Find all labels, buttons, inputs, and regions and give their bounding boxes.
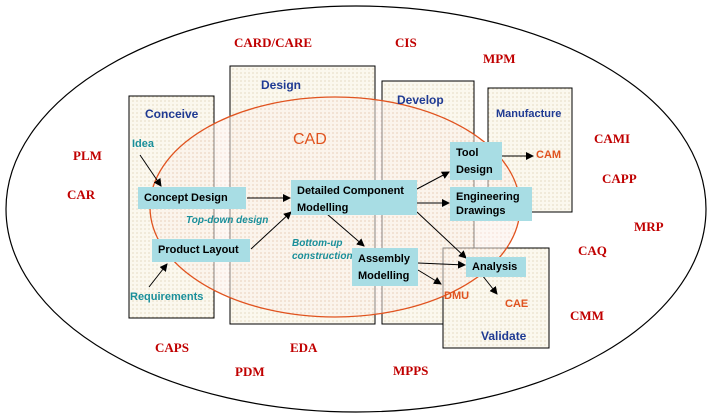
label-mpps: MPPS	[393, 363, 429, 378]
label-car: CAR	[67, 187, 96, 202]
label-mrp: MRP	[634, 219, 664, 234]
arrow-requirements-to-layout	[148, 263, 168, 288]
box-concept-design: Concept Design	[138, 187, 246, 209]
box-detailed-line1: Detailed Component	[297, 185, 404, 197]
label-caps: CAPS	[155, 340, 189, 355]
label-capp: CAPP	[602, 171, 637, 186]
box-concept-design-label: Concept Design	[144, 192, 228, 204]
box-detailed-line2: Modelling	[297, 201, 349, 214]
label-dmu: DMU	[444, 290, 470, 302]
box-product-layout-label: Product Layout	[158, 244, 239, 256]
box-assembly-line1: Assembly	[358, 253, 410, 265]
label-cami: CAMI	[594, 131, 631, 146]
stage-title-design: Design	[261, 78, 302, 92]
stage-title-develop: Develop	[397, 93, 444, 107]
label-bottom-up: Bottom-up	[292, 238, 343, 249]
label-cae: CAE	[505, 298, 529, 310]
arrow-detailed-to-tool	[416, 171, 450, 190]
box-assembly-line2: Modelling	[358, 269, 410, 282]
label-requirements: Requirements	[130, 291, 204, 303]
arrow-assembly-to-analysis	[417, 260, 466, 269]
box-detailed-component-modelling: Detailed Component Modelling	[291, 180, 417, 215]
label-cmm: CMM	[570, 308, 604, 323]
box-engineering-drawings: Engineering Drawings	[450, 187, 532, 221]
stage-title-manufacture: Manufacture	[496, 108, 562, 120]
stage-title-validate: Validate	[481, 329, 527, 343]
box-product-layout: Product Layout	[152, 239, 250, 262]
label-card-care: CARD/CARE	[234, 35, 312, 50]
box-engineering-line2: Drawings	[456, 205, 506, 218]
arrow-detailed-to-assembly	[326, 213, 365, 247]
label-idea: Idea	[132, 138, 155, 150]
arrow-assembly-to-dmu	[417, 269, 442, 285]
arrow-detailed-to-analysis	[416, 211, 467, 259]
arrow-analysis-to-cae	[481, 274, 498, 295]
box-analysis: Analysis	[466, 257, 526, 277]
cad-label: CAD	[293, 131, 327, 148]
label-mpm: MPM	[483, 51, 516, 66]
label-cis: CIS	[395, 35, 417, 50]
label-caq: CAQ	[578, 243, 607, 258]
stage-title-conceive: Conceive	[145, 107, 199, 121]
label-pdm: PDM	[235, 364, 265, 379]
label-cam: CAM	[536, 149, 562, 161]
box-analysis-label: Analysis	[472, 261, 518, 273]
label-plm: PLM	[73, 148, 102, 163]
label-top-down-design: Top-down design	[186, 215, 269, 226]
box-assembly-modelling: Assembly Modelling	[352, 248, 418, 286]
label-eda: EDA	[290, 340, 318, 355]
box-tool-line2: Design	[456, 163, 493, 176]
label-construction: construction	[292, 251, 353, 262]
box-engineering-line1: Engineering	[456, 191, 520, 203]
arrow-layout-to-detailed	[250, 211, 292, 250]
box-tool-line1: Tool	[456, 147, 479, 159]
arrow-idea-to-concept	[139, 154, 162, 187]
box-tool-design: Tool Design	[450, 142, 502, 180]
